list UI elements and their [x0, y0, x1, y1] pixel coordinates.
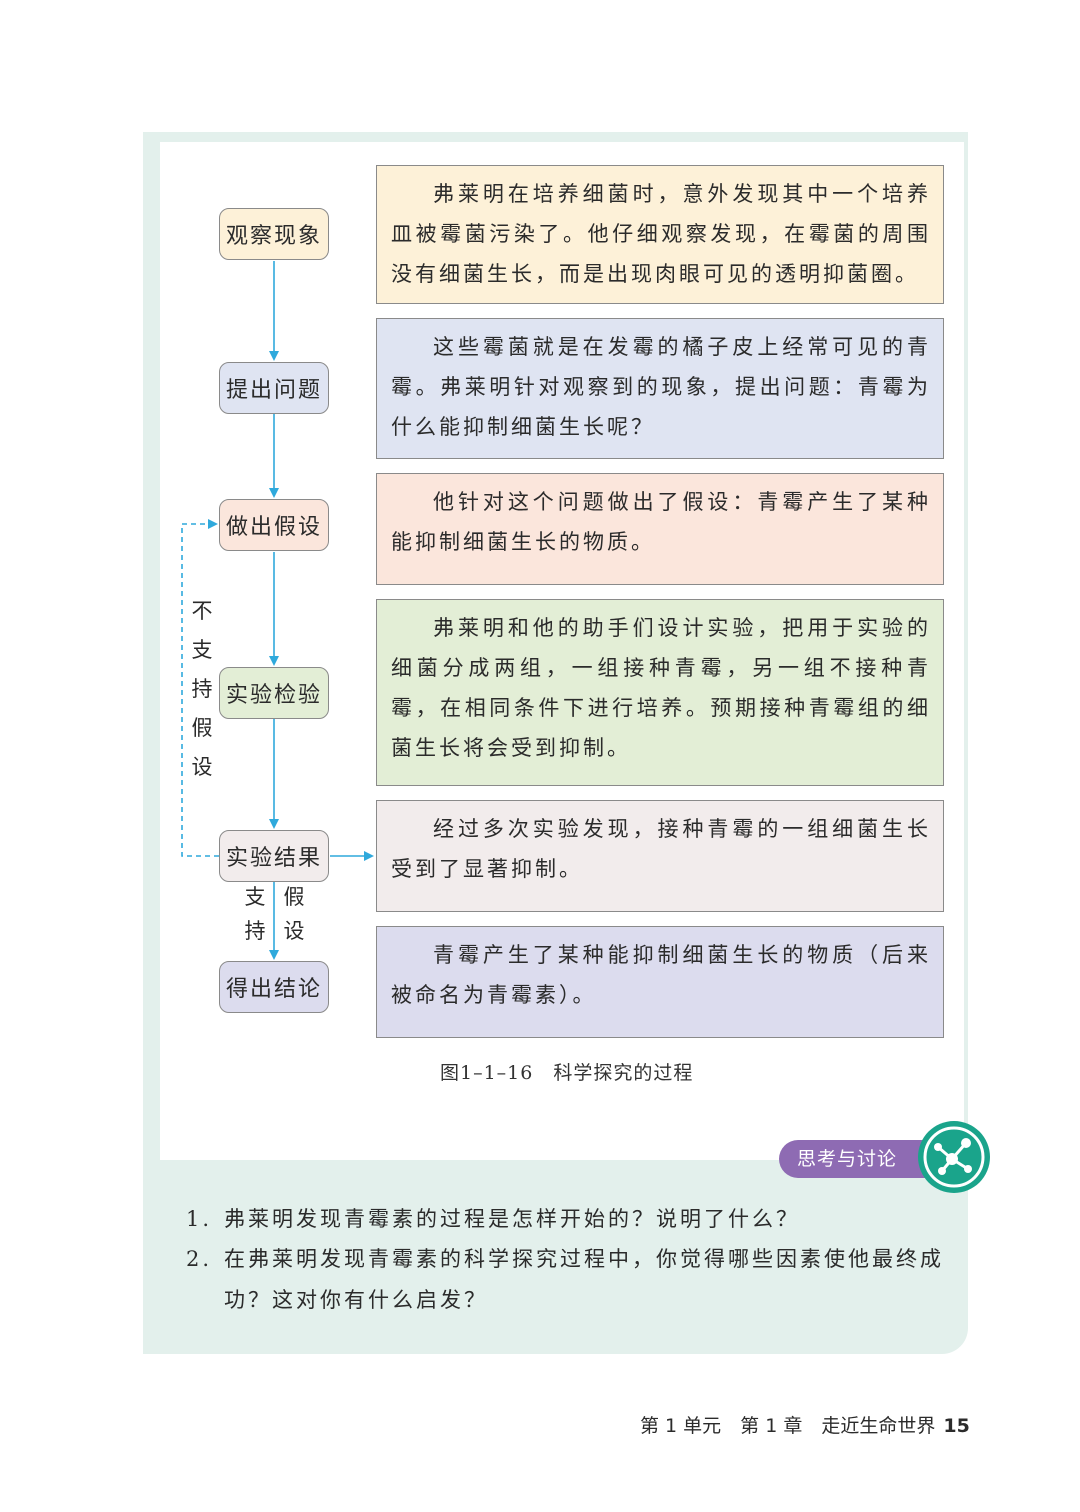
question-number: 1.	[186, 1207, 213, 1231]
desc-experiment: 弗莱明和他的助手们设计实验，把用于实验的细菌分成两组，一组接种青霉，另一组不接种…	[376, 599, 944, 786]
page-footer: 第 1 单元 第 1 章 走近生命世界 15	[640, 1411, 970, 1438]
arrow-not-support-feedback	[181, 519, 219, 857]
label-not-support: 不 支 持 假 设	[191, 599, 213, 779]
desc-observe: 弗莱明在培养细菌时，意外发现其中一个培养皿被霉菌污染了。他仔细观察发现，在霉菌的…	[376, 165, 944, 304]
flow-node-conclusion: 得出结论	[219, 961, 329, 1013]
desc-question: 这些霉菌就是在发霉的橘子皮上经常可见的青霉。弗莱明针对观察到的现象，提出问题：青…	[376, 318, 944, 459]
question-text: 弗莱明发现青霉素的过程是怎样开始的？说明了什么？	[224, 1207, 800, 1231]
figure-caption: 图1–1–16 科学探究的过程	[440, 1062, 694, 1084]
discussion-title: 思考与讨论	[779, 1140, 939, 1178]
desc-result: 经过多次实验发现，接种青霉的一组细菌生长受到了显著抑制。	[376, 800, 944, 912]
flow-node-hypothesis: 做出假设	[219, 499, 329, 551]
question-number: 2.	[186, 1247, 213, 1271]
flow-node-observe: 观察现象	[219, 208, 329, 260]
question-text: 在弗莱明发现青霉素的科学探究过程中，你觉得哪些因素使他最终成功？这对你有什么启发…	[224, 1247, 944, 1312]
molecule-icon	[918, 1121, 990, 1193]
desc-conclusion: 青霉产生了某种能抑制细菌生长的物质（后来被命名为青霉素）。	[376, 926, 944, 1038]
label-support-left: 支 持	[244, 885, 266, 943]
discussion-question-1: 1. 弗莱明发现青霉素的过程是怎样开始的？说明了什么？	[186, 1199, 946, 1240]
flow-node-experiment: 实验检验	[219, 667, 329, 719]
desc-hypothesis: 他针对这个问题做出了假设：青霉产生了某种能抑制细菌生长的物质。	[376, 473, 944, 585]
flow-node-question: 提出问题	[219, 362, 329, 414]
footer-chapter: 第 1 单元 第 1 章 走近生命世界	[640, 1415, 936, 1437]
flow-node-result: 实验结果	[219, 830, 329, 882]
discussion-question-2: 2. 在弗莱明发现青霉素的科学探究过程中，你觉得哪些因素使他最终成功？这对你有什…	[186, 1239, 946, 1321]
label-support-right: 假 设	[283, 885, 305, 943]
page-number: 15	[943, 1415, 970, 1437]
